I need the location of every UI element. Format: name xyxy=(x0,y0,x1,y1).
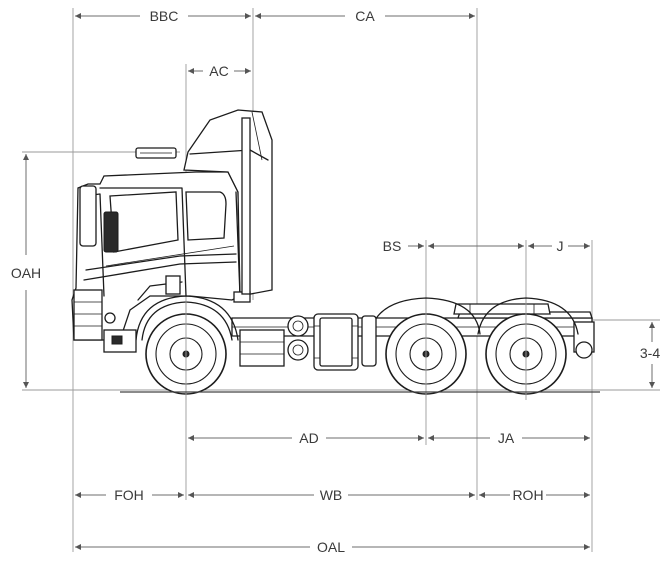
label-j: J xyxy=(557,238,564,254)
dimension-height-34: 3-4 xyxy=(640,322,660,388)
label-ca: CA xyxy=(355,8,375,24)
dimension-ad: AD xyxy=(188,430,424,446)
air-tanks xyxy=(239,315,377,367)
label-ja: JA xyxy=(498,430,515,446)
label-foh: FOH xyxy=(114,487,144,503)
label-ac: AC xyxy=(209,63,228,79)
dimension-roh: ROH xyxy=(479,487,590,503)
label-bs: BS xyxy=(383,238,402,254)
exhaust-pipe xyxy=(241,117,251,295)
dimension-j: J xyxy=(528,238,590,254)
label-ad: AD xyxy=(299,430,318,446)
dimension-oal: OAL xyxy=(75,539,590,555)
label-wb: WB xyxy=(320,487,343,503)
dimension-bs: BS xyxy=(383,238,524,254)
label-roh: ROH xyxy=(512,487,543,503)
dimension-oah: OAH xyxy=(11,154,41,388)
fuel-tank xyxy=(313,313,359,371)
dimension-bbc: BBC xyxy=(75,8,251,24)
truck-drawing xyxy=(71,109,595,395)
label-oah: OAH xyxy=(11,265,41,281)
rear-mudguard xyxy=(369,297,481,335)
axle-centerlines xyxy=(185,300,527,400)
label-oal: OAL xyxy=(317,539,345,555)
dimension-ja: JA xyxy=(428,430,590,446)
dimension-ca: CA xyxy=(255,8,475,24)
label-3-4: 3-4 xyxy=(640,345,660,361)
dimension-ac: AC xyxy=(188,63,251,79)
dimension-wb: WB xyxy=(188,487,475,503)
label-bbc: BBC xyxy=(150,8,179,24)
dimension-foh: FOH xyxy=(75,487,184,503)
